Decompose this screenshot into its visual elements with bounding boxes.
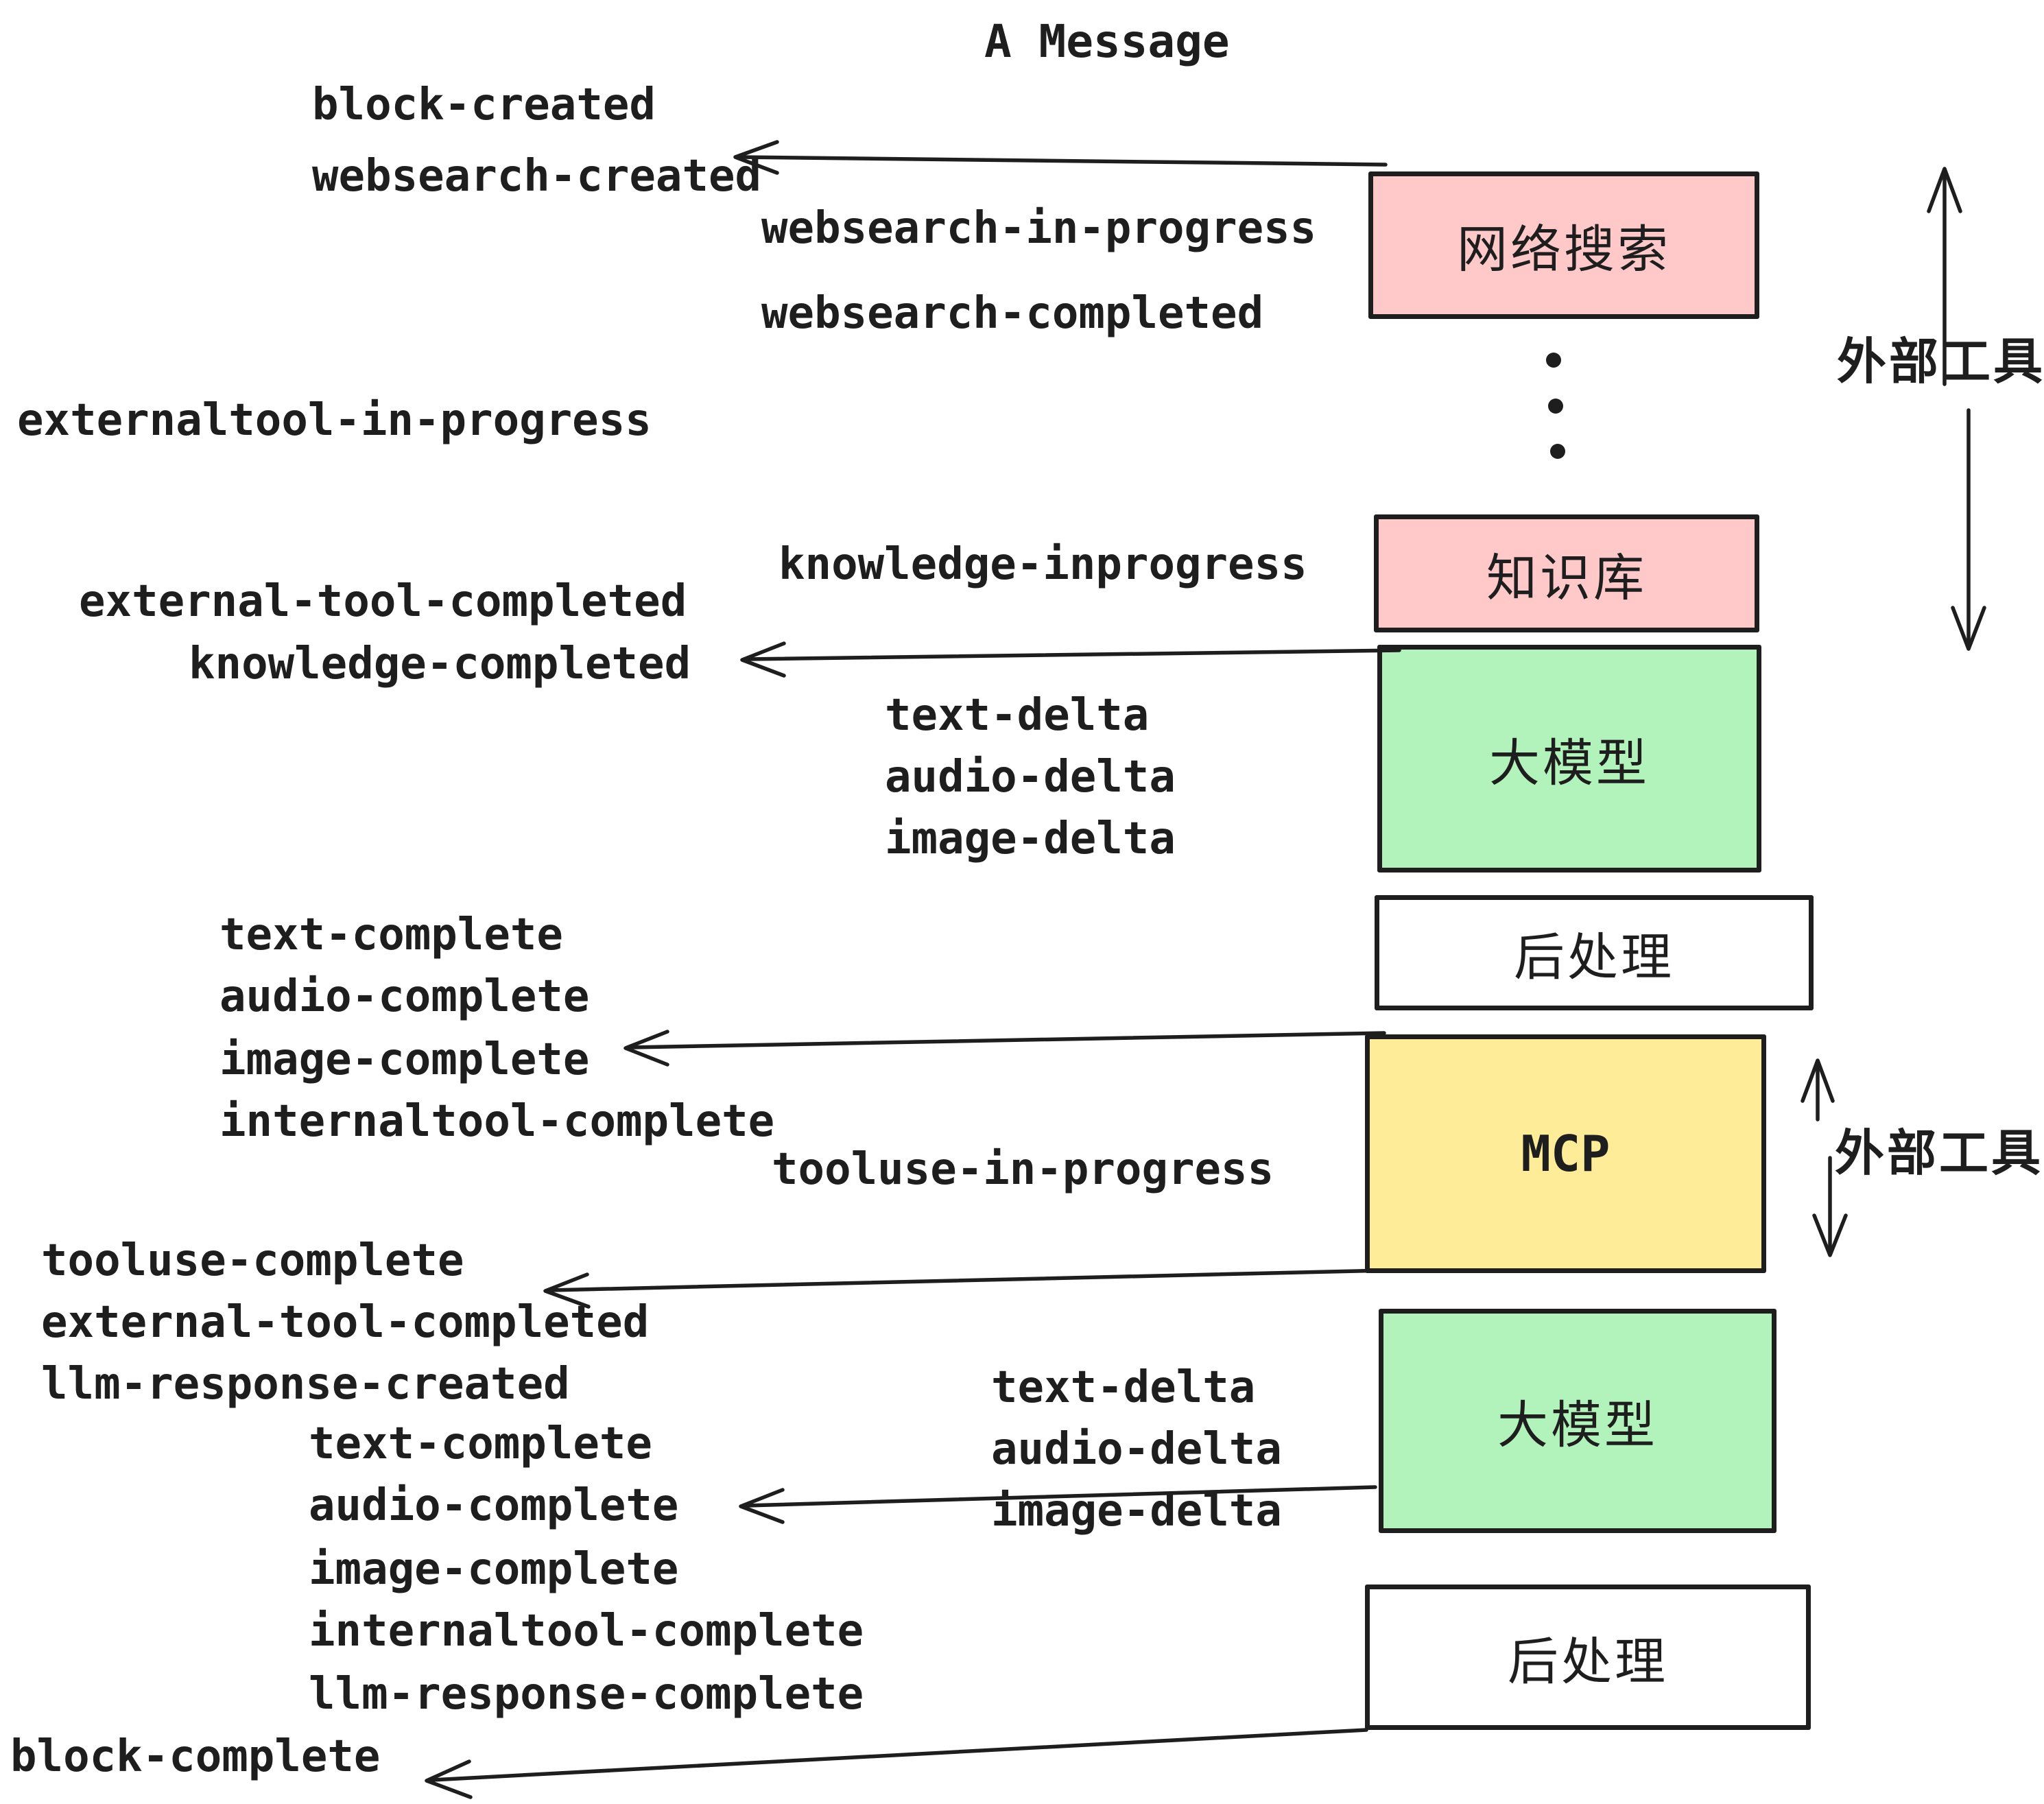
event-externaltool-in-progress: externaltool-in-progress bbox=[17, 395, 652, 446]
event-image-delta-2: image-delta bbox=[991, 1486, 1282, 1536]
box-label: 后处理 bbox=[1514, 928, 1674, 986]
event-image-delta: image-delta bbox=[885, 814, 1176, 864]
event-websearch-created: websearch-created bbox=[312, 151, 762, 202]
event-audio-delta-2: audio-delta bbox=[991, 1424, 1282, 1475]
box-label: 知识库 bbox=[1486, 549, 1647, 606]
event-tooluse-complete: tooluse-complete bbox=[41, 1235, 464, 1286]
box-mcp: MCP bbox=[1365, 1034, 1766, 1273]
box-llm-2: 大模型 bbox=[1379, 1309, 1776, 1533]
event-audio-delta: audio-delta bbox=[885, 752, 1176, 803]
box-post-process-2: 后处理 bbox=[1365, 1585, 1811, 1730]
event-audio-complete: audio-complete bbox=[219, 971, 590, 1022]
external-tools-up-arrow-mid bbox=[1801, 1058, 1835, 1121]
event-text-delta: text-delta bbox=[885, 690, 1150, 741]
event-tooluse-in-progress: tooluse-in-progress bbox=[772, 1144, 1274, 1195]
event-audio-complete-2: audio-complete bbox=[309, 1480, 679, 1531]
box-web-search: 网络搜索 bbox=[1368, 171, 1759, 319]
event-llm-response-complete: llm-response-complete bbox=[309, 1669, 864, 1720]
event-image-complete-2: image-complete bbox=[309, 1544, 679, 1595]
event-image-complete: image-complete bbox=[219, 1034, 590, 1085]
event-knowledge-inprogress: knowledge-inprogress bbox=[779, 539, 1307, 590]
box-label: 大模型 bbox=[1489, 734, 1650, 792]
event-text-complete-2: text-complete bbox=[309, 1419, 652, 1469]
external-tools-down-arrow-top bbox=[1951, 408, 1986, 651]
event-websearch-in-progress: websearch-in-progress bbox=[761, 203, 1317, 254]
event-block-complete: block-complete bbox=[10, 1731, 381, 1782]
arrow-to-knowledge-completed bbox=[740, 641, 1401, 678]
box-knowledge-base: 知识库 bbox=[1374, 514, 1759, 632]
box-label: MCP bbox=[1521, 1125, 1611, 1183]
event-llm-response-created: llm-response-created bbox=[41, 1359, 570, 1410]
event-text-delta-2: text-delta bbox=[991, 1362, 1256, 1413]
arrow-to-image-complete bbox=[623, 1030, 1386, 1067]
ellipsis-dots bbox=[1546, 353, 1565, 459]
box-post-process-1: 后处理 bbox=[1375, 895, 1814, 1010]
event-internaltool-complete: internaltool-complete bbox=[219, 1096, 775, 1147]
event-knowledge-completed: knowledge-completed bbox=[189, 639, 691, 689]
box-label: 大模型 bbox=[1497, 1397, 1658, 1453]
box-label: 网络搜索 bbox=[1457, 221, 1671, 278]
event-internaltool-complete-2: internaltool-complete bbox=[309, 1606, 864, 1657]
box-llm-1: 大模型 bbox=[1377, 645, 1761, 873]
event-text-complete: text-complete bbox=[219, 910, 563, 960]
external-tools-label-mid: 外部工具 bbox=[1835, 1126, 2044, 1181]
page-title: A Message bbox=[984, 15, 1230, 68]
arrow-to-websearch-created bbox=[733, 140, 1388, 175]
event-external-tool-completed: external-tool-completed bbox=[79, 576, 687, 627]
event-block-created: block-created bbox=[312, 80, 656, 130]
box-label: 后处理 bbox=[1508, 1633, 1668, 1690]
event-websearch-completed: websearch-completed bbox=[761, 288, 1264, 339]
event-external-tool-completed-2: external-tool-completed bbox=[41, 1297, 650, 1348]
external-tools-label-top: 外部工具 bbox=[1837, 335, 2044, 390]
arrow-to-block-complete bbox=[425, 1728, 1368, 1799]
arrow-to-tooluse-complete bbox=[543, 1268, 1389, 1309]
